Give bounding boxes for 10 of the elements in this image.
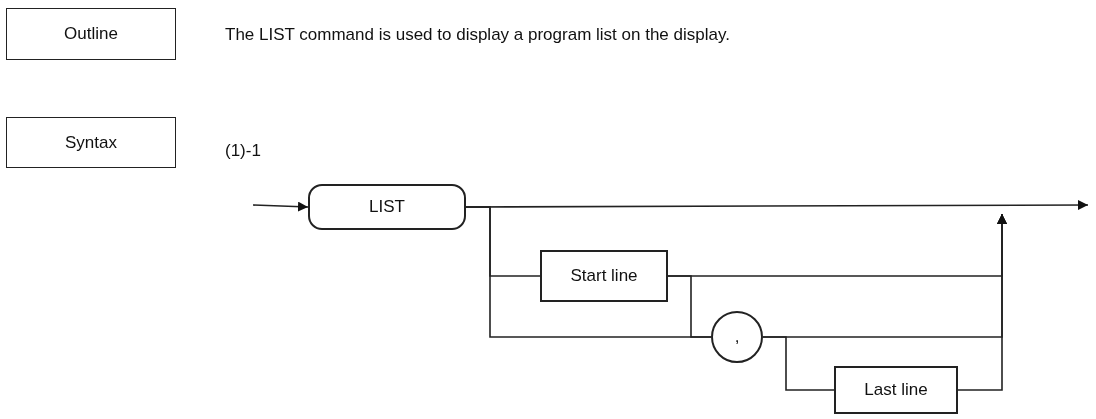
heading-box: Outline bbox=[6, 8, 176, 60]
heading-box: Syntax bbox=[6, 117, 176, 168]
arrow bbox=[252, 201, 309, 212]
keyword-box: LIST bbox=[308, 184, 466, 230]
arrow bbox=[957, 213, 1007, 391]
description-text: The LIST command is used to display a program list on the display. bbox=[225, 24, 730, 46]
parameter-box: Last line bbox=[834, 366, 958, 414]
diagram-number: (1)-1 bbox=[225, 140, 261, 162]
connector-line bbox=[762, 336, 835, 391]
parameter-box: Start line bbox=[540, 250, 668, 302]
